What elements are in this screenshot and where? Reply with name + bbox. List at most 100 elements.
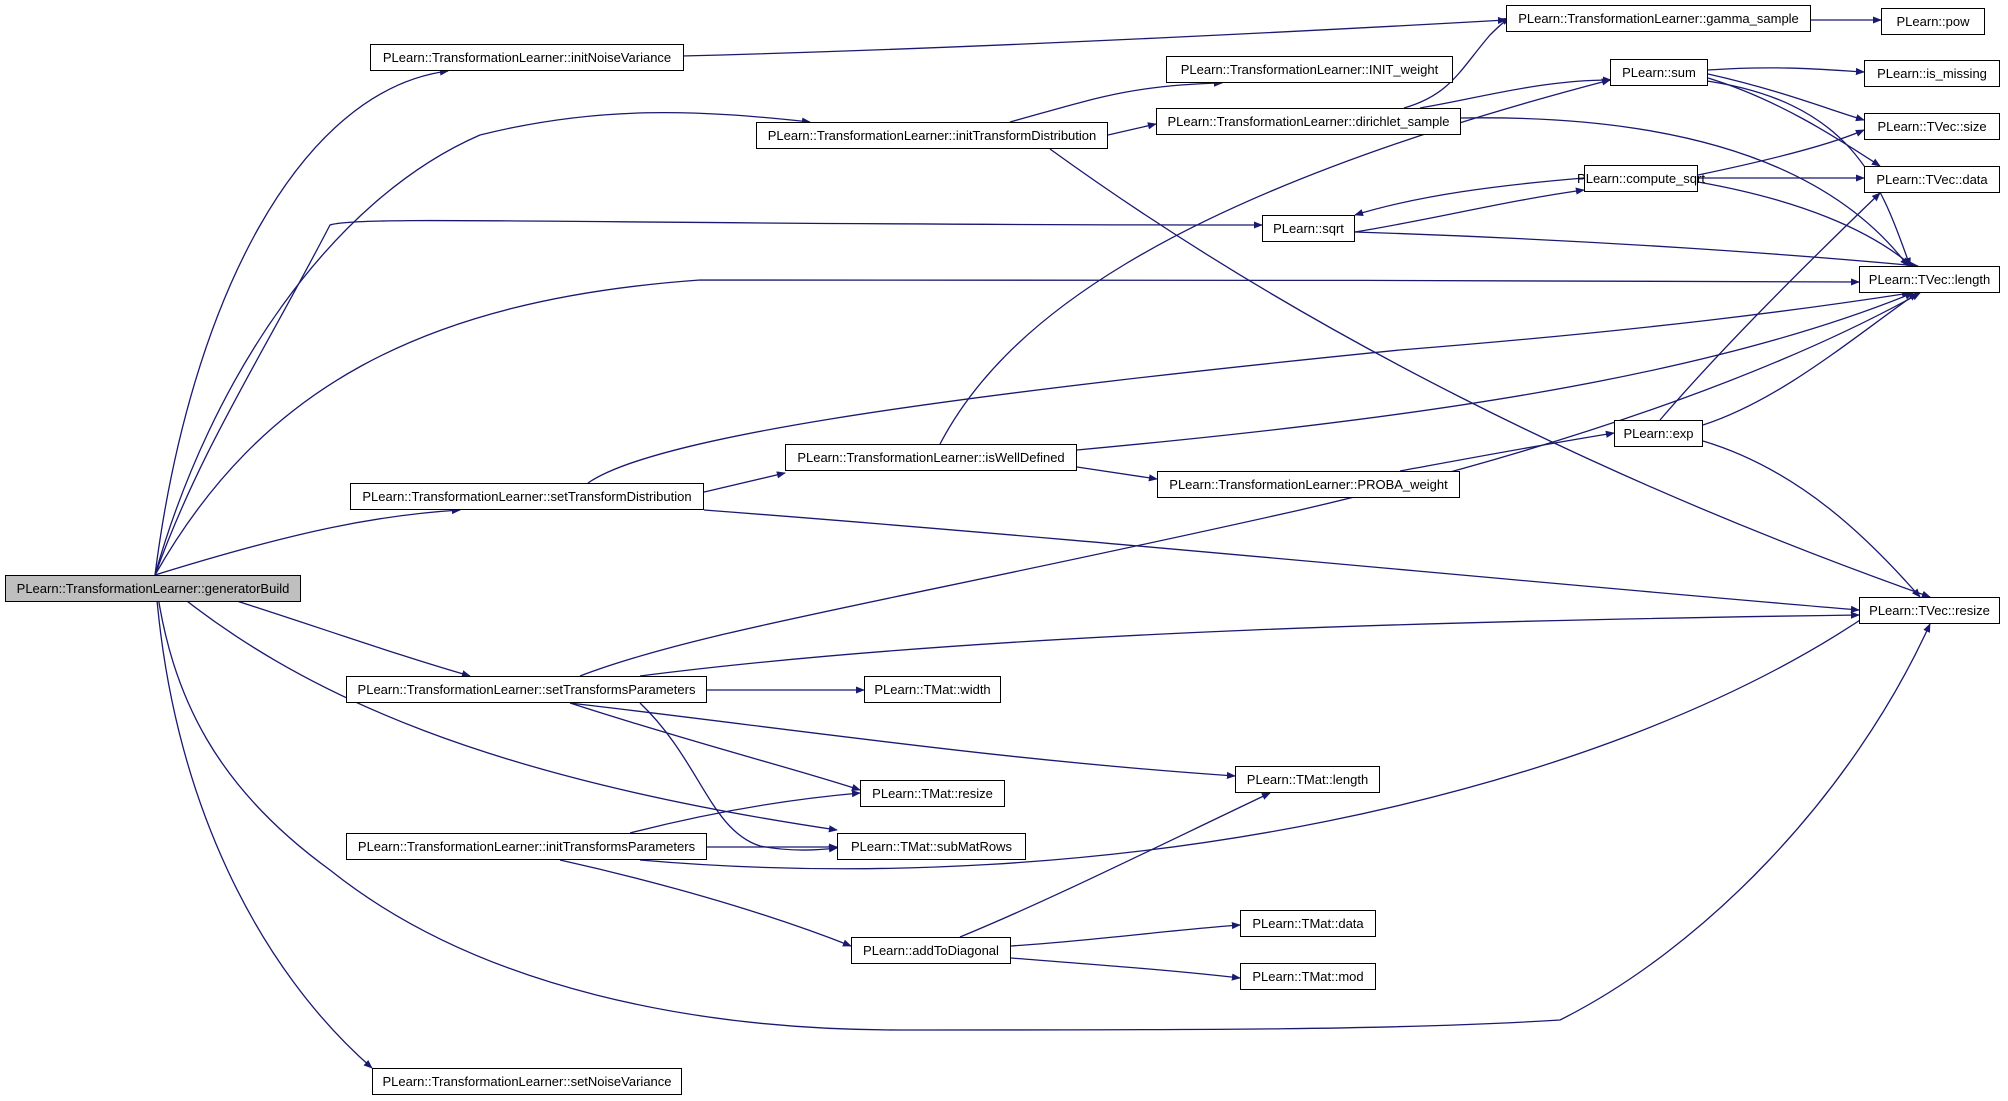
call-edge	[1419, 76, 1612, 109]
call-edge	[1354, 177, 1585, 217]
call-edge	[154, 111, 811, 576]
node-tmat-length[interactable]: PLearn::TMat::length	[1235, 766, 1380, 793]
node-is-well-defined[interactable]: PLearn::TransformationLearner::isWellDef…	[785, 444, 1077, 471]
node-label: PLearn::pow	[1896, 14, 1970, 29]
call-edge	[1354, 231, 1919, 269]
call-edge	[959, 792, 1271, 938]
call-edge	[559, 859, 852, 947]
call-edge	[154, 278, 1860, 576]
call-edge	[1399, 430, 1615, 472]
call-edge	[569, 702, 1236, 780]
node-tmat-resize[interactable]: PLearn::TMat::resize	[860, 780, 1005, 807]
node-tmat-mod[interactable]: PLearn::TMat::mod	[1240, 963, 1376, 990]
node-init-transform-distribution[interactable]: PLearn::TransformationLearner::initTrans…	[756, 122, 1108, 149]
call-edge	[1009, 79, 1223, 123]
node-label: PLearn::TransformationLearner::setTransf…	[357, 682, 696, 697]
node-label: PLearn::TMat::width	[874, 682, 991, 697]
node-dirichlet-sample[interactable]: PLearn::TransformationLearner::dirichlet…	[1156, 108, 1461, 135]
call-edge	[1699, 79, 1911, 267]
call-edge	[569, 702, 861, 791]
call-edge	[681, 16, 1507, 57]
node-label: PLearn::sqrt	[1273, 221, 1344, 236]
call-edge	[1697, 129, 1865, 176]
node-init-transforms-parameters[interactable]: PLearn::TransformationLearner::initTrans…	[346, 833, 707, 860]
node-label: PLearn::TVec::size	[1877, 119, 1987, 134]
call-edge	[629, 790, 861, 834]
call-edge	[579, 292, 1921, 677]
call-edge	[1049, 148, 1931, 598]
node-label: PLearn::TransformationLearner::dirichlet…	[1167, 114, 1450, 129]
call-edge	[154, 574, 373, 1069]
call-edge	[1707, 67, 1865, 76]
node-tvec-size[interactable]: PLearn::TVec::size	[1864, 113, 2000, 140]
node-tvec-data[interactable]: PLearn::TVec::data	[1864, 166, 2000, 193]
node-set-transform-distribution[interactable]: PLearn::TransformationLearner::setTransf…	[350, 483, 704, 510]
node-label: PLearn::addToDiagonal	[863, 943, 999, 958]
node-label: PLearn::TVec::data	[1876, 172, 1988, 187]
node-init-noise-variance[interactable]: PLearn::TransformationLearner::initNoise…	[370, 44, 684, 71]
call-edge	[1354, 187, 1585, 233]
node-exp[interactable]: PLearn::exp	[1614, 420, 1703, 447]
node-label: PLearn::TransformationLearner::setNoiseV…	[382, 1074, 672, 1089]
call-edge	[699, 471, 786, 494]
node-tmat-width[interactable]: PLearn::TMat::width	[864, 676, 1001, 703]
node-add-to-diagonal[interactable]: PLearn::addToDiagonal	[851, 937, 1011, 964]
node-sqrt[interactable]: PLearn::sqrt	[1262, 215, 1355, 242]
call-edge	[1076, 292, 1914, 451]
call-edge	[1107, 122, 1157, 136]
node-tvec-length[interactable]: PLearn::TVec::length	[1859, 266, 2000, 293]
node-label: PLearn::TransformationLearner::setTransf…	[362, 489, 692, 504]
call-edge	[154, 219, 1263, 576]
node-label: PLearn::TransformationLearner::PROBA_wei…	[1169, 477, 1448, 492]
node-label: PLearn::TransformationLearner::gamma_sam…	[1518, 11, 1799, 26]
node-label: PLearn::TMat::resize	[872, 786, 993, 801]
node-generator-build[interactable]: PLearn::TransformationLearner::generator…	[5, 575, 301, 602]
call-edge	[587, 290, 1911, 484]
call-edge	[154, 574, 838, 833]
node-label: PLearn::TMat::data	[1252, 916, 1364, 931]
node-label: PLearn::TransformationLearner::INIT_weig…	[1180, 62, 1439, 77]
call-edge	[1697, 181, 1913, 267]
node-gamma-sample[interactable]: PLearn::TransformationLearner::gamma_sam…	[1506, 5, 1811, 32]
call-edge	[1010, 957, 1241, 981]
node-label: PLearn::TransformationLearner::initTrans…	[357, 839, 696, 854]
node-submatrows[interactable]: PLearn::TMat::subMatRows	[837, 833, 1026, 860]
node-label: PLearn::TransformationLearner::generator…	[16, 581, 290, 596]
node-label: PLearn::compute_sqrt	[1577, 171, 1705, 186]
call-edge	[1702, 440, 1921, 598]
node-label: PLearn::is_missing	[1877, 66, 1987, 81]
node-set-transforms-parameters[interactable]: PLearn::TransformationLearner::setTransf…	[346, 676, 707, 703]
node-label: PLearn::TMat::mod	[1252, 969, 1364, 984]
call-edge	[1460, 117, 1909, 267]
node-compute-sqrt[interactable]: PLearn::compute_sqrt	[1577, 165, 1705, 192]
call-edge	[1702, 292, 1918, 426]
call-edge	[1707, 73, 1865, 122]
call-edge	[1403, 17, 1511, 109]
node-tmat-data[interactable]: PLearn::TMat::data	[1240, 910, 1376, 937]
call-edge	[1010, 921, 1241, 947]
node-is-missing[interactable]: PLearn::is_missing	[1864, 60, 2000, 87]
node-label: PLearn::sum	[1622, 65, 1696, 80]
node-tvec-resize[interactable]: PLearn::TVec::resize	[1859, 597, 2000, 624]
call-edge	[639, 611, 1860, 677]
node-label: PLearn::exp	[1623, 426, 1694, 441]
node-pow[interactable]: PLearn::pow	[1881, 8, 1985, 35]
node-init-weight[interactable]: PLearn::TransformationLearner::INIT_weig…	[1166, 56, 1453, 83]
node-proba-weight[interactable]: PLearn::TransformationLearner::PROBA_wei…	[1157, 471, 1460, 498]
call-edge	[154, 68, 449, 576]
node-sum[interactable]: PLearn::sum	[1610, 59, 1708, 86]
call-edge	[703, 509, 1860, 613]
node-label: PLearn::TMat::subMatRows	[850, 839, 1013, 854]
call-edge	[154, 574, 1931, 1031]
node-label: PLearn::TMat::length	[1246, 772, 1369, 787]
node-set-noise-variance[interactable]: PLearn::TransformationLearner::setNoiseV…	[372, 1068, 682, 1095]
call-edge	[639, 702, 838, 853]
call-edge	[1076, 466, 1158, 482]
call-edge	[154, 506, 461, 576]
node-label: PLearn::TVec::length	[1868, 272, 1991, 287]
node-label: PLearn::TransformationLearner::initNoise…	[382, 50, 672, 65]
node-label: PLearn::TransformationLearner::isWellDef…	[797, 450, 1065, 465]
call-edge	[1659, 192, 1881, 421]
node-label: PLearn::TransformationLearner::initTrans…	[767, 128, 1097, 143]
